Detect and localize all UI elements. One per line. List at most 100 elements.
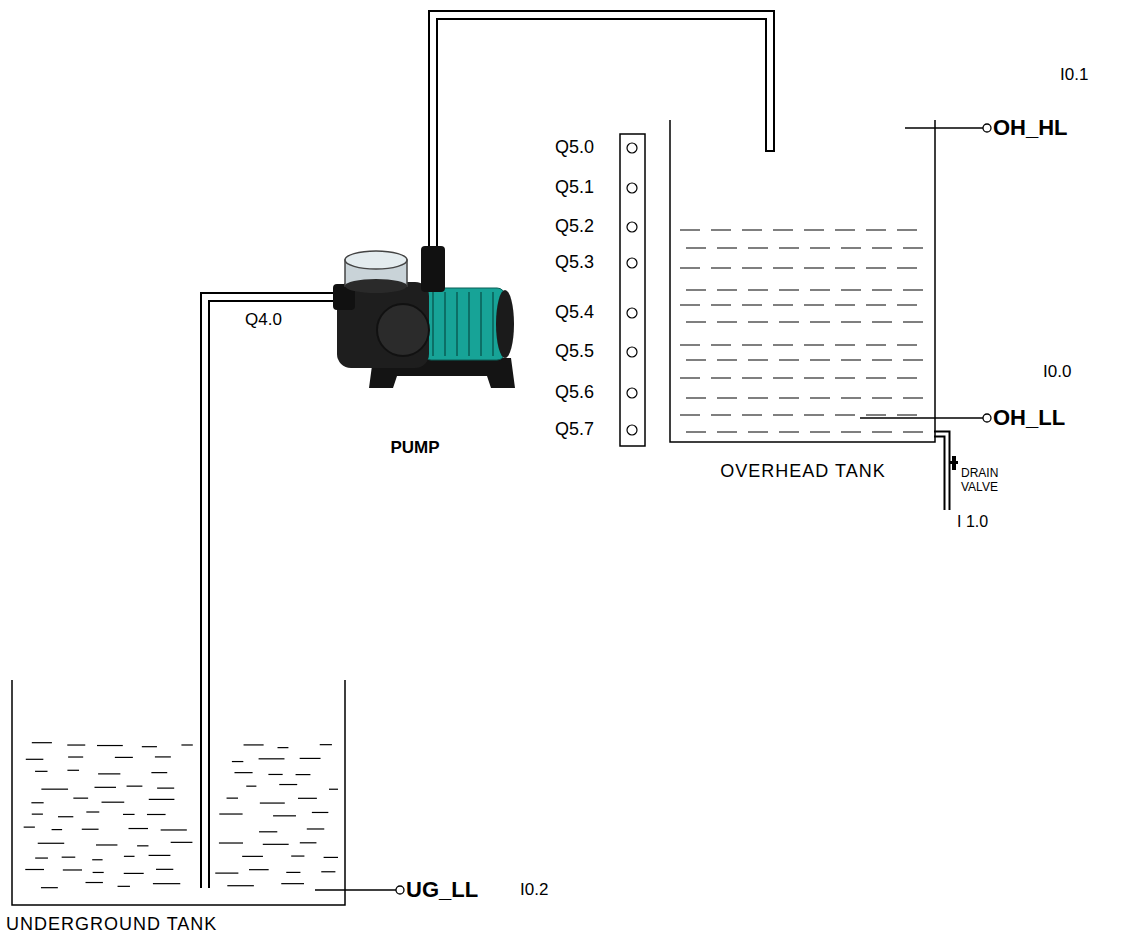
water-line (320, 744, 332, 745)
water-line (127, 786, 143, 787)
water-line (31, 802, 43, 803)
water-line (227, 798, 238, 799)
sensor-name: OH_HL (993, 115, 1068, 141)
output-address: Q5.5 (555, 341, 594, 363)
water-line (67, 770, 79, 771)
water-line (153, 883, 180, 884)
water-line (219, 813, 242, 814)
water-line (273, 815, 296, 816)
water-line (35, 771, 47, 772)
water-line (329, 789, 338, 790)
water-line (686, 289, 928, 290)
water-line (298, 798, 317, 799)
water-line (73, 798, 88, 799)
water-line (85, 882, 102, 883)
output-address: Q5.6 (555, 382, 594, 404)
pipe-bore (205, 297, 315, 680)
pump-volute (377, 304, 429, 356)
water-line (63, 869, 82, 870)
water-line (86, 811, 99, 812)
water-line (260, 802, 285, 803)
water-line (151, 772, 167, 773)
water-line (234, 772, 252, 773)
underground-tank: UNDERGROUND TANK (4, 680, 350, 938)
water-line (142, 746, 157, 747)
pump: PUMP (315, 238, 515, 460)
label-anchor: Q5.3 (555, 252, 594, 274)
label-anchor: Q5.0 (555, 137, 594, 159)
sensor-name: OH_LL (993, 405, 1065, 431)
indicator-lamp (627, 388, 637, 398)
water-line (242, 856, 263, 857)
indicator-lamp (627, 308, 637, 318)
tank-label: PUMP (390, 438, 439, 458)
water-lines (24, 230, 928, 888)
water-line (291, 855, 304, 856)
water-line (26, 759, 44, 760)
pipe-bore (202, 678, 208, 889)
sensor-terminal (983, 124, 991, 132)
sensor-terminal (396, 886, 404, 894)
water-line (98, 773, 120, 774)
pump-motor (423, 288, 505, 360)
water-line (227, 885, 254, 886)
input-address: I 1.0 (957, 512, 988, 531)
water-line (171, 842, 193, 843)
water-line (93, 872, 104, 873)
label-anchor: I0.1 (1060, 65, 1088, 85)
output-address: Q5.1 (555, 177, 594, 199)
water-line (263, 844, 289, 845)
pipe-wall (200, 679, 210, 888)
label-anchor: OH_HL (993, 115, 1068, 141)
water-line (279, 784, 297, 785)
tank-wall (12, 680, 345, 905)
water-line (94, 787, 116, 788)
water-line (41, 789, 68, 790)
motor-fin (432, 292, 434, 356)
indicator-lamp (627, 425, 637, 435)
indicator-lamp (627, 183, 637, 193)
label-anchor: UG_LL (406, 877, 478, 903)
water-line (286, 872, 300, 873)
label-anchor: Q5.7 (555, 419, 594, 441)
water-line (312, 812, 328, 813)
water-line (686, 321, 928, 322)
motor-fin (480, 292, 482, 356)
water-line (96, 844, 117, 845)
valve-stem (950, 461, 958, 464)
water-line (68, 756, 83, 757)
water-line (35, 857, 48, 858)
water-line (155, 756, 171, 757)
motor-fin (444, 292, 446, 356)
indicator-lamp (627, 347, 637, 357)
water-line (38, 843, 64, 844)
water-line (24, 827, 35, 828)
water-line (58, 816, 73, 817)
output-address: Q5.2 (555, 216, 594, 238)
pipe-wall (765, 119, 775, 152)
tank-wall (670, 120, 935, 442)
motor-endcap (496, 290, 514, 358)
input-address: I0.1 (1060, 65, 1088, 85)
output-address: Q5.4 (555, 302, 594, 324)
water-line (161, 829, 187, 830)
water-line (686, 431, 928, 432)
sensor-terminal (983, 414, 991, 422)
output-address: Q4.0 (245, 310, 282, 330)
overhead-tank: OVERHEAD TANK (668, 120, 938, 485)
water-line (246, 786, 256, 787)
water-line (680, 344, 928, 345)
output-address: Q5.3 (555, 252, 594, 274)
input-address: I0.2 (520, 880, 548, 900)
overhead-tank-outline (668, 120, 938, 485)
indicator-lamps (627, 143, 637, 435)
sensor-lead (905, 127, 983, 129)
water-line (686, 359, 928, 360)
tank-label: OVERHEAD TANK (720, 461, 885, 483)
water-line (300, 842, 317, 843)
water-line (300, 758, 321, 759)
label-anchor: OH_LL (993, 405, 1065, 431)
motor-fin (468, 292, 470, 356)
motor-fin (492, 292, 494, 356)
